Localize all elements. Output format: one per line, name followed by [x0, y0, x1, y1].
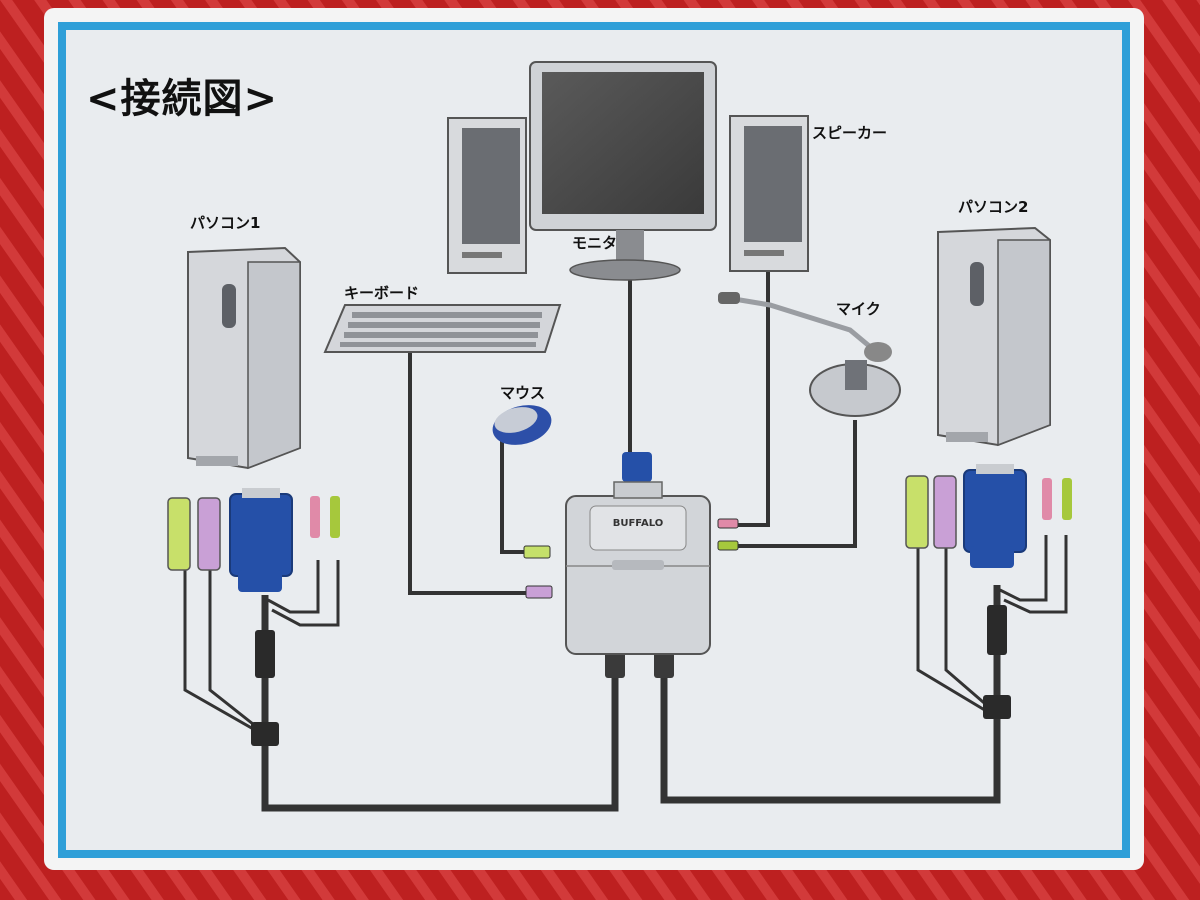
label-pc1: パソコン1: [190, 214, 261, 232]
speaker-left: [447, 117, 527, 274]
label-pc2: パソコン2: [958, 198, 1029, 216]
microphone: [718, 292, 901, 417]
pc1-tower: [187, 246, 301, 470]
speaker-right: [729, 115, 809, 272]
diagram-title: <接続図>: [86, 76, 279, 122]
label-keyboard: キーボード: [344, 284, 420, 302]
switch-usb-connectors: [523, 518, 739, 599]
label-mouse: マウス: [500, 384, 546, 402]
label-speaker: スピーカー: [812, 124, 888, 142]
monitor: [529, 61, 717, 281]
pc1-connectors: [167, 488, 340, 592]
ferrite-core: [251, 722, 279, 746]
label-mic: マイク: [836, 300, 881, 318]
mouse: [492, 405, 552, 445]
ferrite-core: [255, 630, 275, 678]
kvm-switch: [565, 452, 711, 655]
label-monitor: モニタ: [572, 234, 618, 252]
ferrite-core: [987, 605, 1007, 655]
ferrite-core: [654, 650, 674, 678]
ferrite-core: [983, 695, 1011, 719]
keyboard: [323, 304, 562, 353]
pc2-tower: [937, 226, 1051, 447]
pc2-connectors: [905, 464, 1072, 568]
switch-brand: BUFFALO: [613, 518, 664, 529]
ferrite-core: [605, 650, 625, 678]
